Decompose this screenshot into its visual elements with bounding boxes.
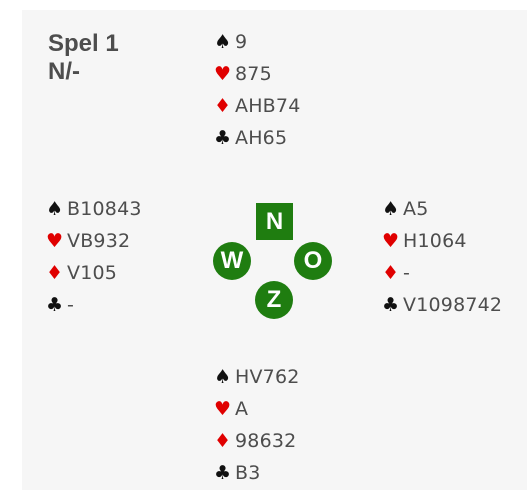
diamond-icon: ♦ xyxy=(382,262,400,284)
club-icon: ♣ xyxy=(214,127,232,149)
compass-south: Z xyxy=(255,281,293,319)
board-panel xyxy=(22,10,527,490)
club-icon: ♣ xyxy=(382,294,400,316)
hand-south: ♠ HV762 ♥ A ♦ 98632 ♣ B3 xyxy=(214,361,300,489)
west-clubs-row: ♣ - xyxy=(46,289,142,321)
east-clubs-cards: V1098742 xyxy=(403,294,503,316)
compass-west: W xyxy=(213,242,251,280)
south-diamonds-row: ♦ 98632 xyxy=(214,425,300,457)
hand-north: ♠ 9 ♥ 875 ♦ AHB74 ♣ AH65 xyxy=(214,26,301,154)
club-icon: ♣ xyxy=(46,294,64,316)
south-hearts-row: ♥ A xyxy=(214,393,300,425)
north-clubs-row: ♣ AH65 xyxy=(214,122,301,154)
heart-icon: ♥ xyxy=(46,230,64,252)
diamond-icon: ♦ xyxy=(46,262,64,284)
west-hearts-cards: VB932 xyxy=(67,230,131,252)
west-spades-cards: B10843 xyxy=(67,198,142,220)
heart-icon: ♥ xyxy=(214,398,232,420)
heart-icon: ♥ xyxy=(214,63,232,85)
west-diamonds-cards: V105 xyxy=(67,262,118,284)
south-diamonds-cards: 98632 xyxy=(235,430,297,452)
south-spades-cards: HV762 xyxy=(235,366,300,388)
north-diamonds-cards: AHB74 xyxy=(235,95,301,117)
south-clubs-row: ♣ B3 xyxy=(214,457,300,489)
spade-icon: ♠ xyxy=(214,366,232,388)
east-hearts-row: ♥ H1064 xyxy=(382,225,502,257)
west-diamonds-row: ♦ V105 xyxy=(46,257,142,289)
east-hearts-cards: H1064 xyxy=(403,230,467,252)
board-number: Spel 1 xyxy=(48,30,119,57)
heart-icon: ♥ xyxy=(382,230,400,252)
spade-icon: ♠ xyxy=(382,198,400,220)
south-hearts-cards: A xyxy=(235,398,249,420)
compass-north: N xyxy=(256,203,293,240)
east-diamonds-row: ♦ - xyxy=(382,257,502,289)
vulnerability: N/- xyxy=(48,58,80,85)
east-clubs-row: ♣ V1098742 xyxy=(382,289,502,321)
north-spades-cards: 9 xyxy=(235,31,248,53)
board-title-block: Spel 1 N/- xyxy=(48,30,119,86)
north-spades-row: ♠ 9 xyxy=(214,26,301,58)
south-spades-row: ♠ HV762 xyxy=(214,361,300,393)
east-diamonds-cards: - xyxy=(403,262,411,284)
south-clubs-cards: B3 xyxy=(235,462,261,484)
spade-icon: ♠ xyxy=(46,198,64,220)
hand-east: ♠ A5 ♥ H1064 ♦ - ♣ V1098742 xyxy=(382,193,502,321)
west-clubs-cards: - xyxy=(67,294,75,316)
west-spades-row: ♠ B10843 xyxy=(46,193,142,225)
spade-icon: ♠ xyxy=(214,31,232,53)
compass-east: O xyxy=(294,242,332,280)
north-hearts-cards: 875 xyxy=(235,63,272,85)
diamond-icon: ♦ xyxy=(214,430,232,452)
north-clubs-cards: AH65 xyxy=(235,127,288,149)
north-diamonds-row: ♦ AHB74 xyxy=(214,90,301,122)
diamond-icon: ♦ xyxy=(214,95,232,117)
east-spades-row: ♠ A5 xyxy=(382,193,502,225)
west-hearts-row: ♥ VB932 xyxy=(46,225,142,257)
club-icon: ♣ xyxy=(214,462,232,484)
east-spades-cards: A5 xyxy=(403,198,429,220)
hand-west: ♠ B10843 ♥ VB932 ♦ V105 ♣ - xyxy=(46,193,142,321)
north-hearts-row: ♥ 875 xyxy=(214,58,301,90)
